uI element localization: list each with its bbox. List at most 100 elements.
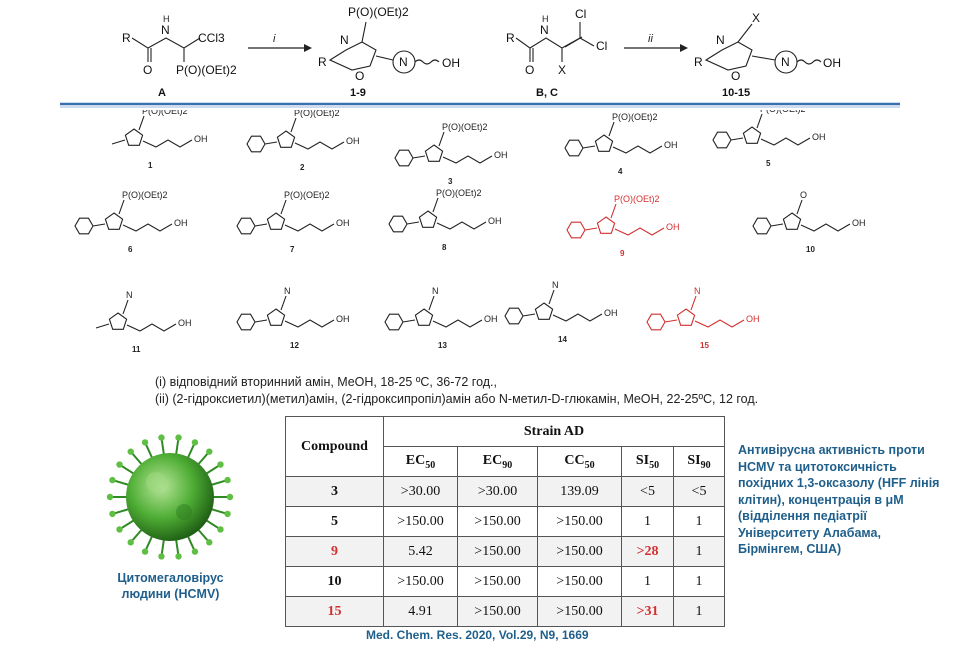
compound-label: 4 [618,167,623,176]
cell-ec90: >150.00 [457,506,538,537]
cyano-group: N [284,286,291,296]
antiviral-activity-table: Compound Strain AD EC50 EC90 CC50 SI50 S… [285,416,725,627]
cell-si90: 1 [673,536,725,567]
hydroxyl-group: OH [666,222,680,232]
phosphonate-group: P(O)(OEt)2 [614,194,660,204]
cell-si90: 1 [673,506,725,537]
cell-cc50: >150.00 [537,596,622,627]
compound-label: 5 [766,159,771,168]
phosphonate-group: P(O)(OEt)2 [284,190,330,200]
hydroxyl-group: OH [664,140,678,150]
arrow-step-i: i [248,33,312,52]
cell-ec50: >150.00 [383,566,458,597]
header-si50: SI50 [621,446,674,477]
cell-compound: 9 [285,536,384,567]
phosphonate-group: P(O)(OEt)2 [122,190,168,200]
header-si90: SI90 [673,446,725,477]
compound-label: 12 [290,341,299,350]
compound-12: N OH 12 [236,286,350,350]
citation: Med. Chem. Res. 2020, Vol.29, N9, 1669 [366,628,589,642]
cell-compound: 10 [285,566,384,597]
cell-si90: 1 [673,596,725,627]
condition-ii: (іі) (2-гідроксиетил)(метил)амін, (2-гід… [155,392,759,406]
cell-cc50: >150.00 [537,536,622,567]
cell-ec90: >150.00 [457,566,538,597]
phosphonate-group: P(O)(OEt)2 [760,110,806,114]
hydroxyl-group: OH [494,150,508,160]
header-compound: Compound [285,416,384,477]
cell-ec50: 5.42 [383,536,458,567]
compound-label: 13 [438,341,447,350]
hydroxyl-group: OH [336,314,350,324]
group-r: R [122,31,131,45]
atom-n-ring-2: N [716,33,725,47]
atom-o-bc: O [525,63,534,77]
cl-1: Cl [575,7,586,21]
table-row: 3 >30.00 >30.00 139.09 <5 <5 [285,476,725,507]
atom-n-bc: N [540,23,549,37]
group-r-3: R [506,31,515,45]
group-oh-2: OH [823,56,841,70]
arrow-step-ii: ii [624,33,688,52]
cyano-group: N [694,286,701,296]
table-subheader-row: EC50 EC90 CC50 SI50 SI90 [286,446,725,477]
cell-ec90: >150.00 [457,536,538,567]
atom-o: O [143,63,152,77]
compound-10: O OH 10 [752,190,866,254]
cell-si50: >31 [621,596,674,627]
compound-label: 7 [290,245,295,254]
compound-label: 1 [148,161,153,170]
compound-label: 10 [806,245,815,254]
header-cc50: CC50 [537,446,622,477]
ester-group: O [800,190,807,200]
cell-ec50: 4.91 [383,596,458,627]
cell-ec90: >150.00 [457,596,538,627]
cell-ec50: >30.00 [383,476,458,507]
atom-h: H [163,14,170,24]
phosphonate-group: P(O)(OEt)2 [442,122,488,132]
table-row: 10 >150.00 >150.00 >150.00 1 1 [285,566,725,597]
atom-h-bc: H [542,14,549,24]
cyano-group: N [552,280,559,290]
cell-cc50: >150.00 [537,506,622,537]
group-x-bc: X [558,63,566,77]
reaction-conditions: (і) відповідний вторинний амін, MeOH, 18… [155,374,758,408]
hydroxyl-group: OH [812,132,826,142]
cell-si50: 1 [621,566,674,597]
header-ec90: EC90 [457,446,538,477]
cell-si90: 1 [673,566,725,597]
hydroxyl-group: OH [336,218,350,228]
cell-cc50: >150.00 [537,566,622,597]
hydroxyl-group: OH [604,308,618,318]
hydroxyl-group: OH [174,218,188,228]
hydroxyl-group: OH [346,136,360,146]
compound-label: 8 [442,243,447,252]
cyano-group: N [126,290,133,300]
group-phos-a: P(O)(OEt)2 [176,63,237,77]
reactant-a-label: A [158,87,166,99]
hydroxyl-group: OH [852,218,866,228]
step-ii-label: ii [648,33,653,45]
hydroxyl-group: OH [488,216,502,226]
compound-5: P(O)(OEt)2OH 5 [712,110,826,168]
activity-description: Антивірусна активність проти HCMV та цит… [738,443,940,556]
virus-caption: Цитомегаловірус людини (HCMV) [117,571,224,601]
product-1-9-label: 1-9 [350,87,366,99]
compound-label: 3 [448,177,453,186]
reactant-bc-structure: R O N H Cl Cl X B, C [506,7,607,99]
reactant-a-structure: R O N H CCl3 P(O)(OEt)2 A [122,14,237,99]
cell-compound: 15 [285,596,384,627]
hydroxyl-group: OH [178,318,192,328]
group-phos-product: P(O)(OEt)2 [348,5,409,19]
table-row: 9 5.42 >150.00 >150.00 >28 1 [285,536,725,567]
group-ccl3: CCl3 [198,31,225,45]
hydroxyl-group: OH [194,134,208,144]
cell-ec90: >30.00 [457,476,538,507]
